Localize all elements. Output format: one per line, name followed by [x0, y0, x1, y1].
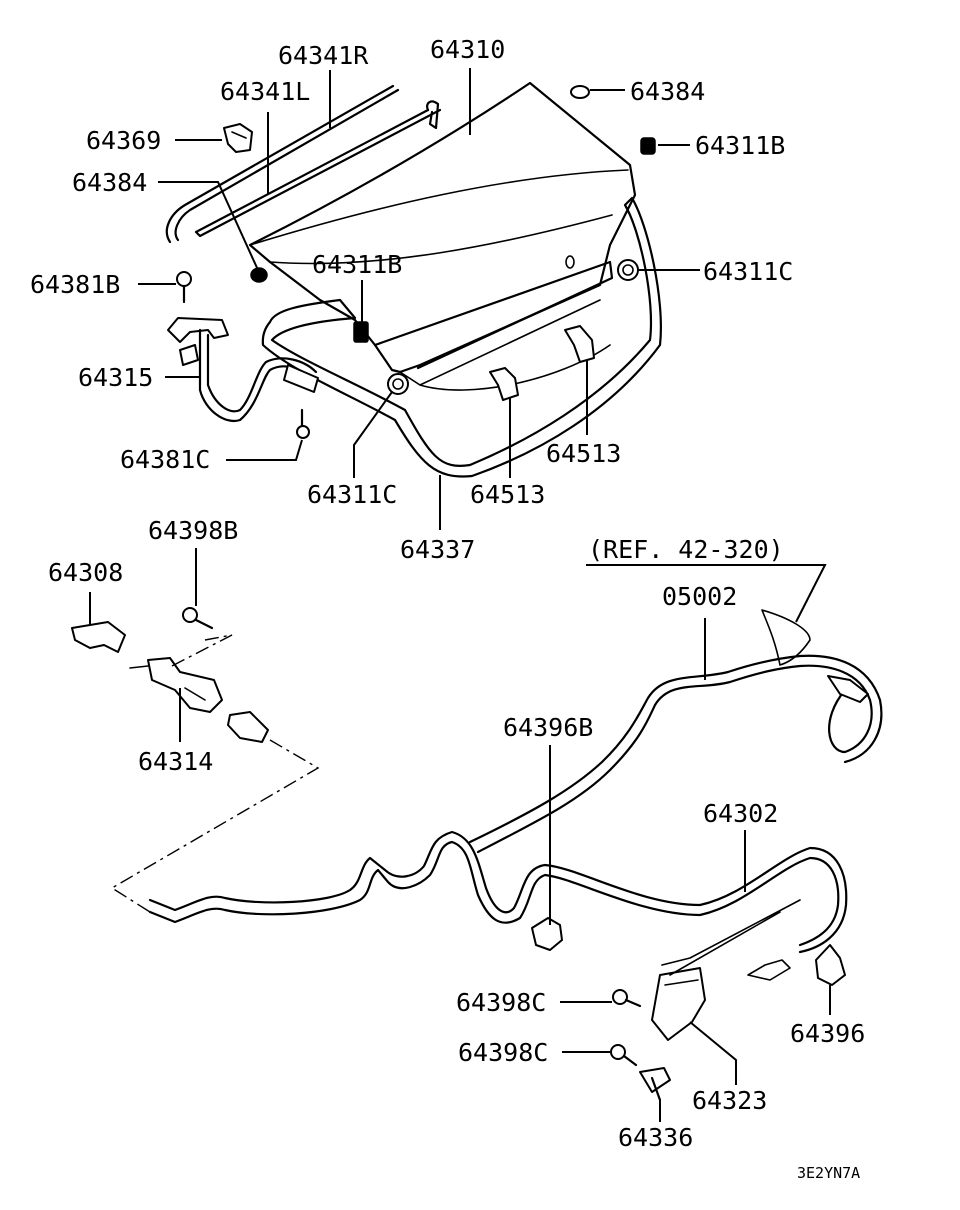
part-label-64302: 64302 — [703, 799, 778, 828]
weatherstrip-illustration — [261, 196, 662, 478]
part-label-64384-top: 64384 — [630, 77, 705, 106]
part-label-64398c-upper: 64398C — [456, 988, 546, 1017]
reference-label: (REF. 42-320) — [588, 535, 784, 564]
part-label-64311c-right: 64311C — [703, 257, 793, 286]
part-label-64513-lower: 64513 — [470, 480, 545, 509]
part-label-64341l: 64341L — [220, 77, 310, 106]
part-label-64513-right: 64513 — [546, 439, 621, 468]
part-label-64384-left: 64384 — [72, 168, 147, 197]
striker-assembly — [71, 607, 320, 913]
part-label-64336: 64336 — [618, 1123, 693, 1152]
part-label-64310: 64310 — [430, 35, 505, 64]
torsion-bars — [165, 84, 442, 244]
part-labels: 64341R 64310 64384 64341L 64369 64311B 6… — [30, 35, 865, 1182]
part-label-64396b: 64396B — [503, 713, 593, 742]
part-label-64337: 64337 — [400, 535, 475, 564]
part-label-64311b-top: 64311B — [695, 131, 785, 160]
leader-lines — [89, 68, 831, 1122]
upper-small-parts — [176, 85, 656, 439]
part-label-05002: 05002 — [662, 582, 737, 611]
part-label-64398b: 64398B — [148, 516, 238, 545]
part-label-64381b: 64381B — [30, 270, 120, 299]
release-cable — [148, 609, 883, 954]
part-label-64323: 64323 — [692, 1086, 767, 1115]
part-label-64315: 64315 — [78, 363, 153, 392]
drawing-code: 3E2YN7A — [797, 1164, 860, 1182]
trunk-latch-assembly — [531, 899, 846, 1102]
part-label-64341r: 64341R — [278, 41, 369, 70]
part-label-64311c-lower: 64311C — [307, 480, 397, 509]
part-label-64396: 64396 — [790, 1019, 865, 1048]
trunk-hinge-illustration — [167, 317, 319, 423]
part-label-64314: 64314 — [138, 747, 213, 776]
part-label-64381c: 64381C — [120, 445, 210, 474]
part-label-64398c-lower: 64398C — [458, 1038, 548, 1067]
part-label-64311b-center: 64311B — [312, 250, 402, 279]
part-label-64369: 64369 — [86, 126, 161, 155]
part-label-64308: 64308 — [48, 558, 123, 587]
